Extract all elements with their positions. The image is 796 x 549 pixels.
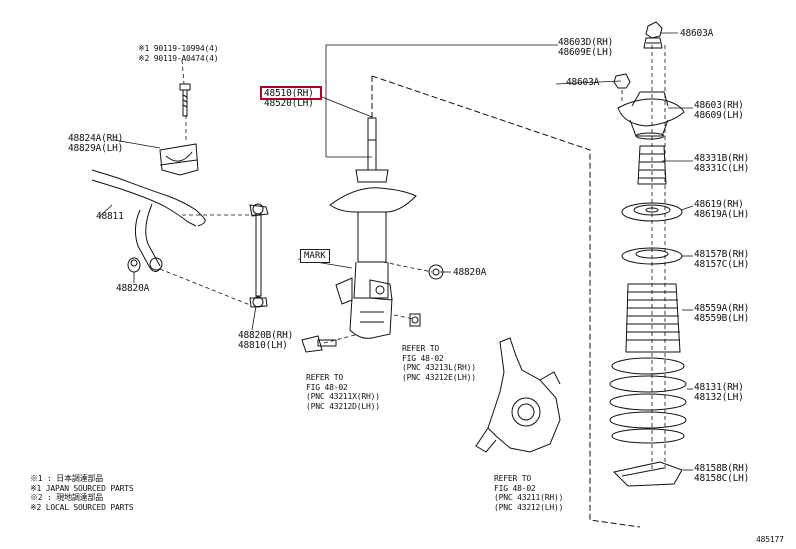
callout-48603d: 48603D(RH)48609E(LH)	[558, 37, 614, 58]
nut-48603a-mid	[613, 73, 631, 89]
callout-48811: 48811	[96, 211, 124, 222]
strut-bolt	[301, 335, 337, 353]
nut-48603d	[643, 37, 663, 49]
callout-48824a: 48824A(RH)48829A(LH)	[68, 133, 124, 154]
highlight-box-48510	[260, 86, 322, 100]
spring-seat-48619	[621, 202, 683, 222]
assembly-dashed-frame	[371, 75, 641, 528]
stabilizer-bar	[91, 169, 206, 272]
figure-code: 485177	[756, 535, 784, 544]
steering-knuckle	[475, 337, 561, 453]
callout-bolt-90119: ※1 90119-10994(4)※2 90119-A0474(4)	[138, 44, 219, 63]
callout-48559: 48559A(RH)48559B(LH)	[694, 303, 750, 324]
stabilizer-bracket	[159, 143, 199, 176]
alignment-dashes	[159, 45, 666, 470]
callout-48510: 48510(RH)48520(LH)	[264, 88, 314, 109]
stabilizer-link	[249, 203, 269, 308]
lower-insulator-48158	[612, 461, 683, 487]
callout-48157: 48157B(RH)48157C(LH)	[694, 249, 750, 270]
mark-label: MARK	[300, 249, 330, 263]
callout-48331: 48331B(RH)48331C(LH)	[694, 153, 750, 174]
bushing-48820a-right	[428, 264, 444, 280]
legend-notes: ※1 : 日本調達部品※1 JAPAN SOURCED PARTS ※2 : 現…	[30, 474, 134, 512]
coil-spring-48131	[609, 357, 687, 444]
callout-48603: 48603(RH)48609(LH)	[694, 100, 744, 121]
nut-48603a-top	[645, 21, 663, 39]
callout-48603a-mid: 48603A	[566, 77, 600, 88]
insulator-48157	[621, 247, 683, 265]
leader-lines	[99, 32, 694, 471]
strut-nut	[409, 313, 421, 327]
strut-mount-48609	[617, 91, 685, 140]
bushing-48820a-left	[127, 257, 141, 273]
bolt-90119	[179, 83, 191, 117]
callout-48820a-right: 48820A	[453, 267, 487, 278]
callout-48131: 48131(RH)48132(LH)	[694, 382, 744, 403]
callout-48619: 48619(RH)48619A(LH)	[694, 199, 750, 220]
strut-assembly	[329, 117, 417, 339]
callout-48820a-left: 48820A	[116, 283, 150, 294]
callout-48158: 48158B(RH)48158C(LH)	[694, 463, 750, 484]
callout-48820b: 48820B(RH)48810(LH)	[238, 330, 294, 351]
callout-48603a-top: 48603A	[680, 28, 714, 39]
dust-boot-48559	[625, 283, 681, 353]
bump-stopper-48331	[637, 145, 667, 185]
